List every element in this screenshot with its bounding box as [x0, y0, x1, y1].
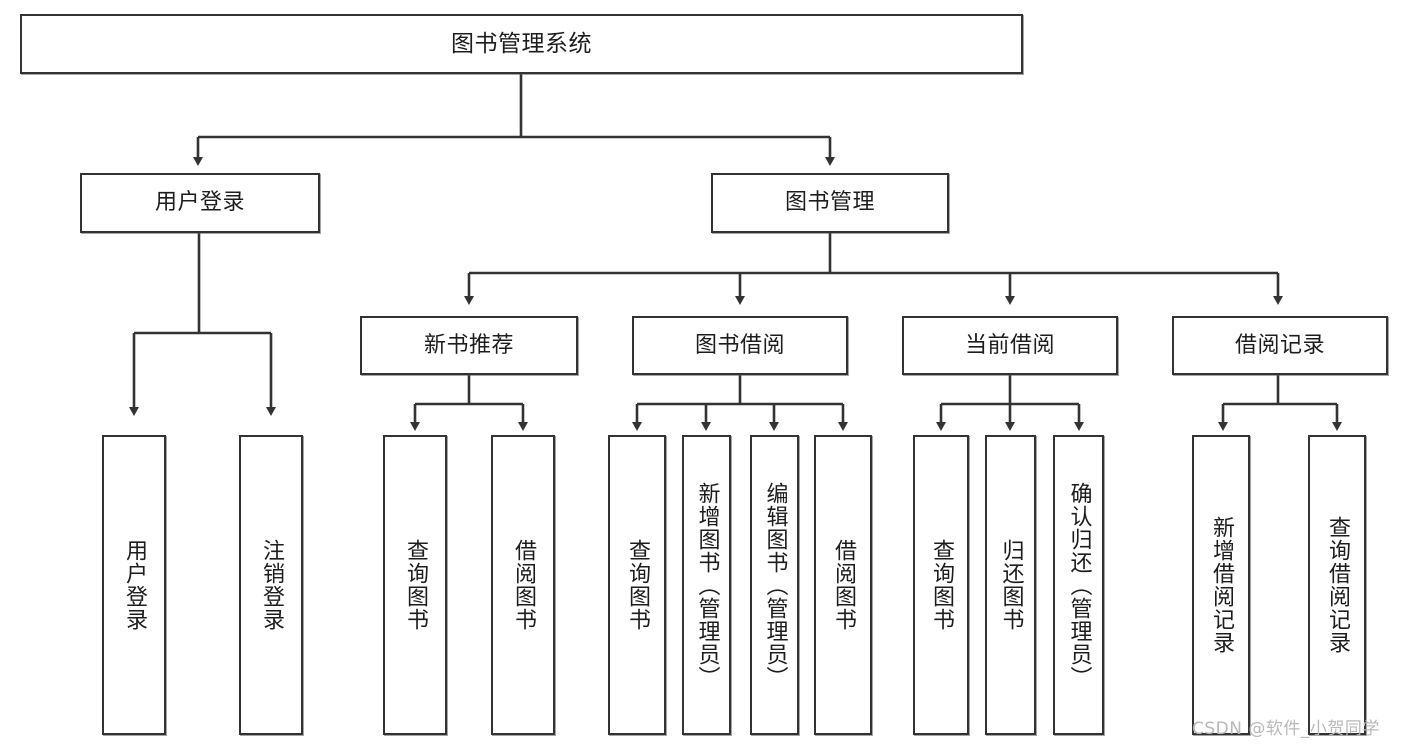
node-borrow-record[interactable]: 借阅记录 — [1172, 316, 1388, 375]
node-label: 新书推荐 — [423, 332, 514, 358]
node-leaf-query-book-current[interactable]: 查询图书 — [913, 435, 969, 735]
node-label: 当前借阅 — [964, 332, 1055, 358]
node-label: 用户登录 — [154, 190, 245, 216]
node-leaf-query-book-recommend[interactable]: 查询图书 — [383, 435, 447, 735]
node-root-book-management-system[interactable]: 图书管理系统 — [20, 14, 1023, 74]
node-new-book-recommend[interactable]: 新书推荐 — [360, 316, 578, 375]
node-label: 借阅图书 — [830, 539, 856, 631]
node-label: 借阅记录 — [1234, 332, 1325, 358]
node-leaf-query-book-borrow[interactable]: 查询图书 — [608, 435, 666, 735]
node-leaf-lend-book[interactable]: 借阅图书 — [814, 435, 872, 735]
node-leaf-edit-book-admin[interactable]: 编辑图书（管理员） — [750, 435, 799, 735]
node-current-borrow[interactable]: 当前借阅 — [902, 316, 1118, 375]
node-book-borrow[interactable]: 图书借阅 — [632, 316, 848, 375]
node-label: 查询借阅记录 — [1324, 516, 1350, 654]
node-label: 注销登录 — [258, 539, 284, 631]
node-book-management[interactable]: 图书管理 — [711, 173, 949, 233]
node-label: 确认归还（管理员） — [1066, 481, 1092, 689]
node-label: 归还图书 — [998, 539, 1024, 631]
node-label: 图书借阅 — [694, 332, 785, 358]
node-label: 新增图书（管理员） — [694, 481, 720, 689]
node-leaf-query-borrow-record[interactable]: 查询借阅记录 — [1308, 435, 1366, 735]
node-label: 借阅图书 — [510, 539, 536, 631]
node-label: 新增借阅记录 — [1208, 516, 1234, 654]
node-leaf-confirm-return-admin[interactable]: 确认归还（管理员） — [1053, 435, 1104, 735]
node-leaf-add-borrow-record[interactable]: 新增借阅记录 — [1192, 435, 1250, 735]
node-label: 图书管理系统 — [451, 30, 592, 57]
node-label: 查询图书 — [624, 539, 650, 631]
node-label: 查询图书 — [402, 539, 428, 631]
node-label: 编辑图书（管理员） — [762, 481, 788, 689]
watermark: CSDN @软件_小贺同学 — [1192, 719, 1380, 739]
node-leaf-user-login[interactable]: 用户登录 — [102, 435, 166, 735]
node-label: 用户登录 — [121, 539, 147, 631]
node-leaf-return-book[interactable]: 归还图书 — [985, 435, 1036, 735]
node-leaf-logout[interactable]: 注销登录 — [239, 435, 303, 735]
node-label: 图书管理 — [784, 190, 875, 216]
node-leaf-add-book-admin[interactable]: 新增图书（管理员） — [682, 435, 731, 735]
node-label: 查询图书 — [928, 539, 954, 631]
node-user-login[interactable]: 用户登录 — [80, 173, 320, 233]
node-leaf-borrow-book-recommend[interactable]: 借阅图书 — [491, 435, 555, 735]
